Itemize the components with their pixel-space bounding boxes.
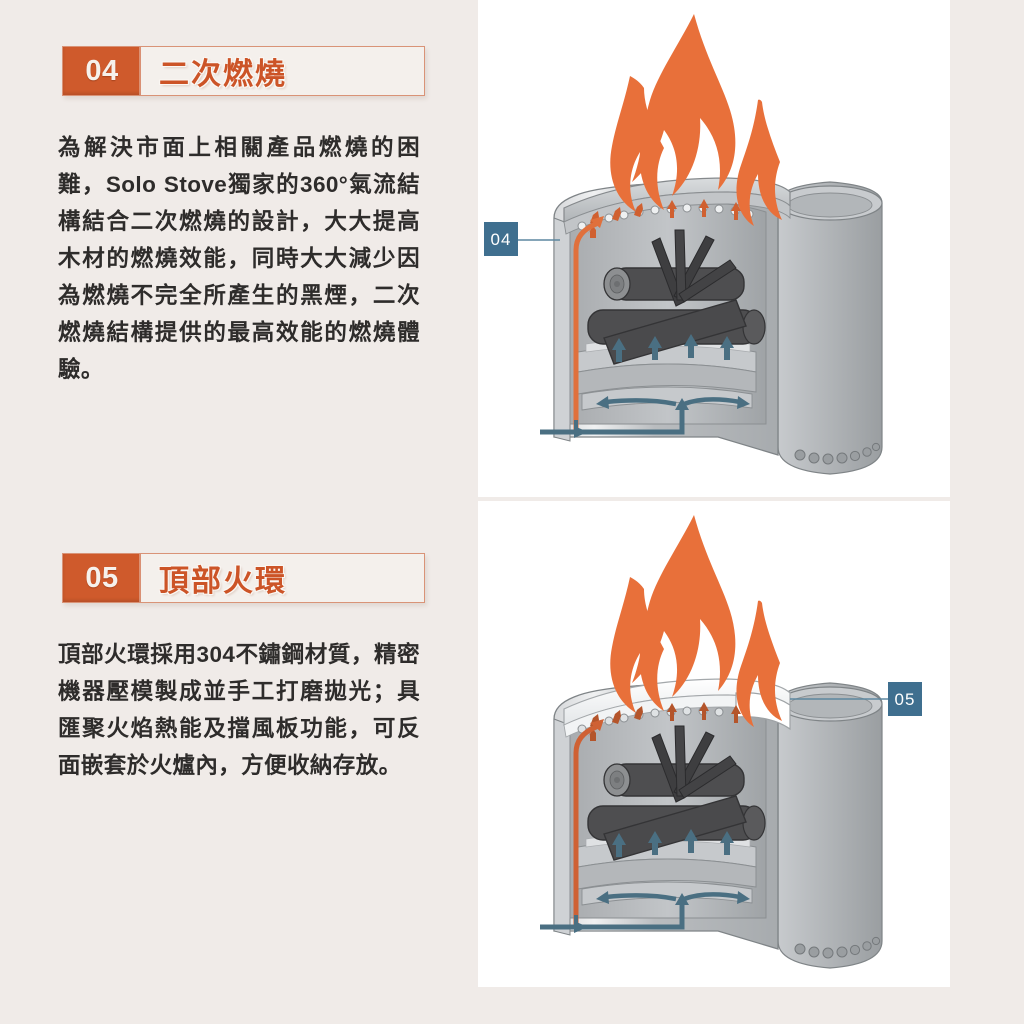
callout-04-badge xyxy=(484,222,518,256)
stove-cutaway-diagram-04: 04 xyxy=(484,14,883,475)
flame-icon xyxy=(610,515,782,727)
section-04-title: 二次燃燒 xyxy=(159,58,287,91)
stove-outer-shell xyxy=(777,181,883,475)
callout-04-label: 04 xyxy=(491,230,512,249)
section-04-paragraph: 為解決市面上相關產品燃燒的困難，Solo Stove獨家的360°氣流結構結合二… xyxy=(58,135,420,382)
bottom-airflow-path xyxy=(540,891,750,933)
section-04-body: 為解決市面上相關產品燃燒的困難，Solo Stove獨家的360°氣流結構結合二… xyxy=(58,129,420,388)
section-05-header: 05 頂部火環 xyxy=(62,553,425,603)
primary-intake-arrows xyxy=(612,829,734,857)
secondary-burn-arrows xyxy=(588,702,741,741)
section-05-number-badge: 05 xyxy=(63,554,141,602)
section-04-number-badge: 04 xyxy=(63,47,141,95)
firewood-logs xyxy=(587,725,766,861)
section-05: 05 頂部火環 頂部火環採用304不鏽鋼材質，精密機器壓模製成並手工打磨拋光；具… xyxy=(0,553,478,784)
bottom-intake-holes xyxy=(794,442,881,465)
text-column: 04 二次燃燒 為解決市面上相關產品燃燒的困難，Solo Stove獨家的360… xyxy=(0,0,478,1024)
flame-icon xyxy=(610,14,782,226)
callout-04[interactable]: 04 xyxy=(484,222,560,256)
secondary-airflow-path xyxy=(573,719,604,928)
bottom-intake-holes xyxy=(794,936,881,959)
firewood-logs xyxy=(587,229,766,365)
callout-05[interactable]: 05 xyxy=(790,682,922,716)
section-05-body: 頂部火環採用304不鏽鋼材質，精密機器壓模製成並手工打磨拋光；具匯聚火焰熱能及擋… xyxy=(58,636,420,784)
section-05-paragraph: 頂部火環採用304不鏽鋼材質，精密機器壓模製成並手工打磨拋光；具匯聚火焰熱能及擋… xyxy=(58,642,420,778)
diagram-panel-05: 05 xyxy=(478,501,950,987)
primary-intake-arrows xyxy=(612,334,734,362)
diagram-panel-04: 04 xyxy=(478,0,950,497)
section-04: 04 二次燃燒 為解決市面上相關產品燃燒的困難，Solo Stove獨家的360… xyxy=(0,46,478,388)
section-05-title: 頂部火環 xyxy=(159,565,287,598)
secondary-airflow-path xyxy=(573,216,604,433)
stove-outer-shell xyxy=(777,682,883,969)
stove-cutaway-diagram-05: 05 xyxy=(540,515,922,969)
section-04-header: 04 二次燃燒 xyxy=(62,46,425,96)
callout-05-label: 05 xyxy=(895,690,916,709)
callout-05-badge xyxy=(888,682,922,716)
bottom-airflow-path xyxy=(540,396,750,438)
